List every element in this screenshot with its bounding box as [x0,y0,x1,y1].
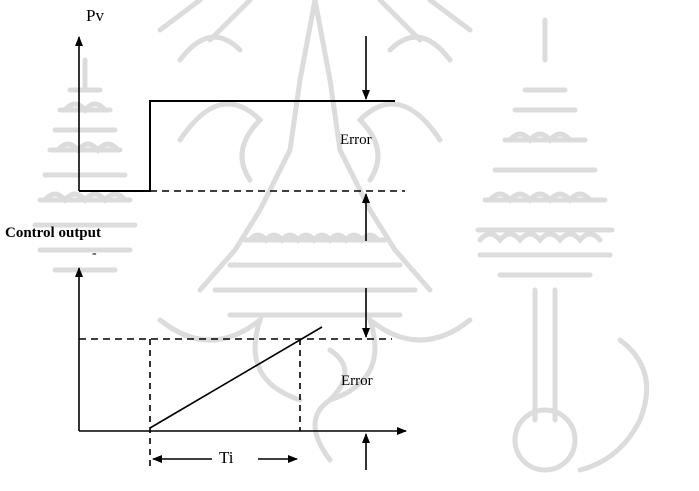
control-output-mark: - [92,246,97,262]
error-bottom-label: Error [341,373,373,390]
integral-ramp-line [150,327,322,428]
pv-axis-label: Pv [86,6,104,26]
ti-label: Ti [219,448,234,468]
error-top-label: Error [340,132,372,149]
control-output-axis-label: Control output [5,225,101,242]
